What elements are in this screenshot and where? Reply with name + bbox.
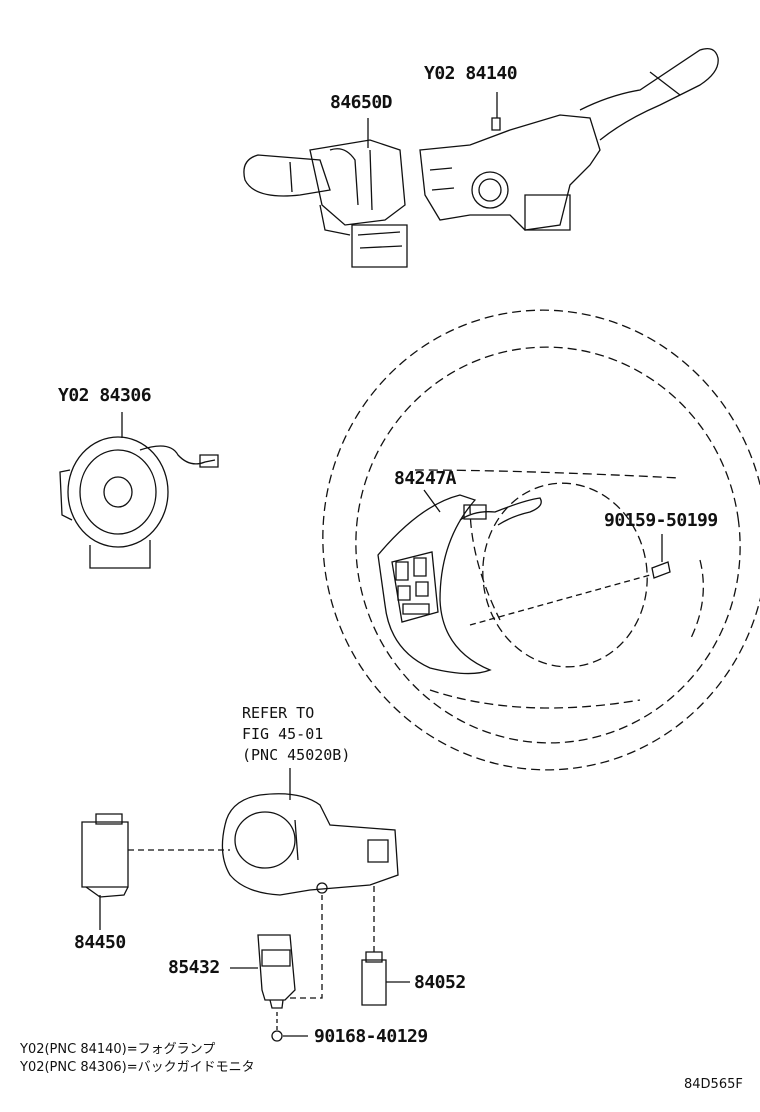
transponder-85432-drawing	[230, 895, 322, 1008]
label-85432: 85432	[168, 957, 220, 978]
footnote-2: Y02(PNC 84306)=バックガイドモニタ	[20, 1060, 255, 1075]
turn-signal-switch-drawing	[244, 140, 407, 267]
label-84247A: 84247A	[394, 468, 457, 489]
steering-pad-switch-drawing	[378, 495, 541, 674]
figure-code: 84D565F	[684, 1077, 743, 1092]
key-unit-84450-drawing	[82, 814, 230, 930]
label-90159: 90159-50199	[604, 510, 718, 531]
reference-line-3: (PNC 45020B)	[242, 746, 351, 764]
bolt-90159-drawing	[470, 534, 670, 625]
screw-90168-drawing	[272, 1012, 308, 1041]
reference-line-1: REFER TO	[242, 704, 315, 722]
reference-line-2: FIG 45-01	[242, 725, 324, 743]
spiral-cable-drawing	[60, 437, 218, 568]
label-84306: Y02 84306	[58, 385, 152, 406]
label-84650D: 84650D	[330, 92, 393, 113]
steering-wheel-outline	[293, 281, 760, 798]
label-90168: 90168-40129	[314, 1026, 428, 1047]
connector-84052-drawing	[362, 885, 410, 1005]
wiper-switch-drawing	[420, 49, 718, 230]
label-84140: Y02 84140	[424, 63, 518, 84]
steering-column-drawing	[222, 794, 398, 895]
label-84052: 84052	[414, 972, 466, 993]
label-84450: 84450	[74, 932, 126, 953]
footnote-1: Y02(PNC 84140)=フォグランプ	[20, 1042, 216, 1057]
